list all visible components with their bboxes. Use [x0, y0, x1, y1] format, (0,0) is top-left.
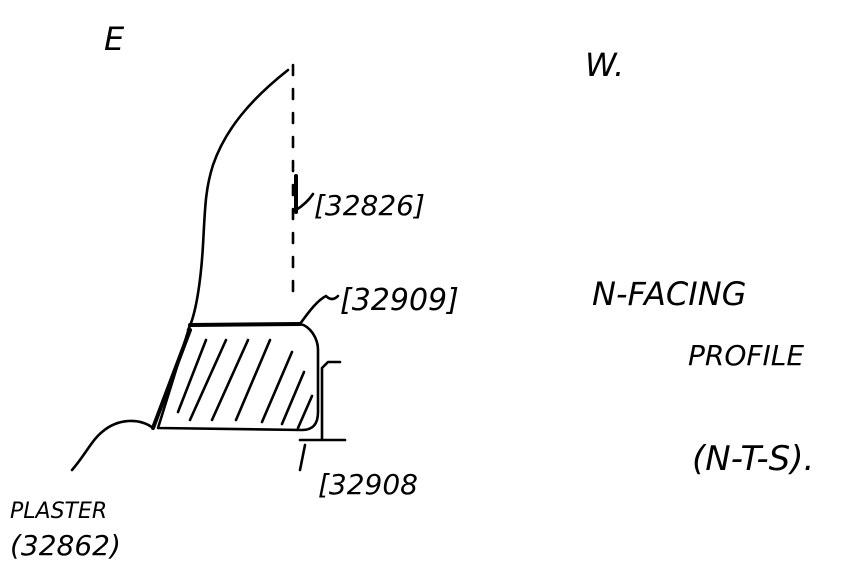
- hatching: [176, 338, 314, 430]
- upper-fill-leader: [294, 192, 315, 212]
- orientation-left-label: E: [104, 20, 125, 58]
- hatch-line: [280, 370, 306, 426]
- hatch-line: [188, 338, 228, 422]
- hatched-block-outline: [156, 322, 320, 432]
- section-title-line1: N-FACING: [592, 275, 746, 313]
- hatch-line: [176, 338, 208, 414]
- ground-line: [70, 419, 155, 472]
- plaster-layer: [151, 328, 192, 430]
- hatch-line: [234, 338, 272, 422]
- profile-outline: [186, 68, 290, 332]
- hatch-line: [260, 350, 294, 424]
- lower-deposit-bracket: [298, 360, 347, 442]
- surface-line: [188, 322, 302, 327]
- orientation-right-label: W.: [585, 46, 624, 84]
- plaster-label: PLASTER: [10, 499, 107, 524]
- lower-deposit-label: [32908: [318, 468, 418, 501]
- upper-fill-label: [32826]: [314, 189, 425, 222]
- hatch-line: [210, 338, 250, 422]
- section-title-line2: PROFILE: [688, 339, 804, 372]
- hatch-line: [296, 394, 314, 430]
- lower-deposit-leader: [298, 443, 307, 472]
- surface-label: [32909]: [340, 283, 459, 318]
- surface-leader: [298, 294, 340, 326]
- section-title-line3: (N-T-S).: [692, 439, 814, 479]
- plaster-context-label: (32862): [10, 529, 121, 562]
